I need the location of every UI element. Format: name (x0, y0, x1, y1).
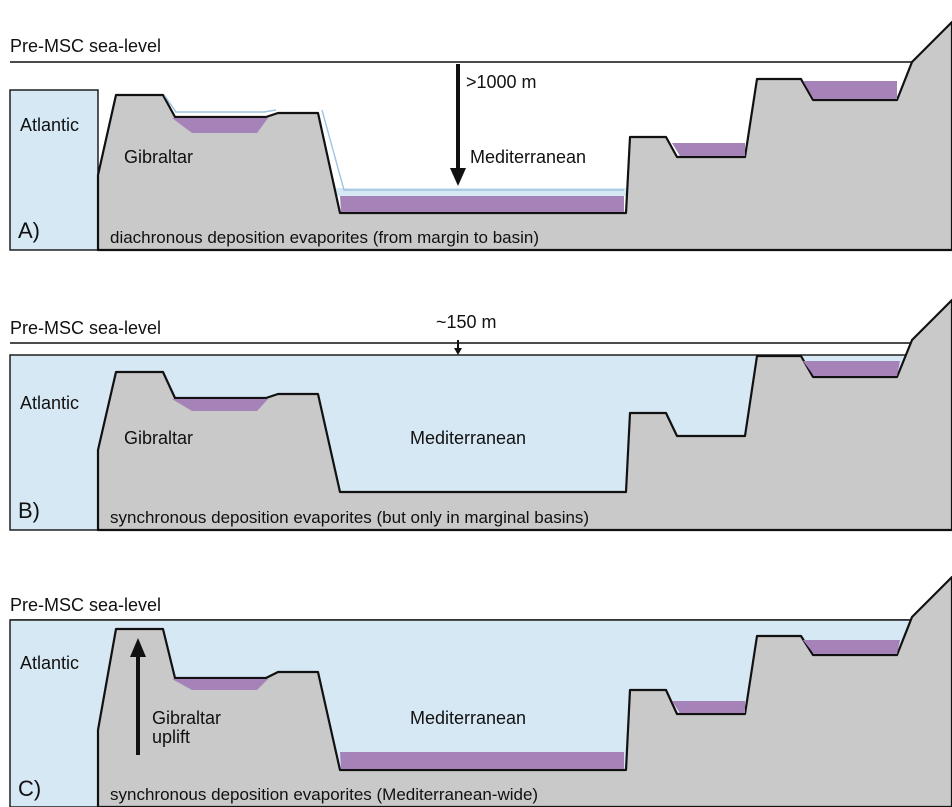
panel-a: Pre-MSC sea-level >1000 m Atlantic Gibra… (9, 20, 952, 252)
sea-level-label: Pre-MSC sea-level (10, 595, 161, 615)
mediterranean-residual-water (318, 118, 626, 196)
panel-c: Pre-MSC sea-level Atlantic Gibraltar upl… (9, 575, 952, 807)
drawdown-arrow-head (454, 348, 462, 355)
mediterranean-label: Mediterranean (410, 708, 526, 728)
sea-level-label: Pre-MSC sea-level (10, 318, 161, 338)
panel-caption: diachronous deposition evaporites (from … (110, 228, 539, 247)
panel-letter: C) (18, 776, 41, 801)
evaporite-deposit (172, 118, 268, 133)
panel-letter: A) (18, 218, 40, 243)
panel-b: Pre-MSC sea-level ~150 m Atlantic Gibral… (9, 298, 952, 532)
rock-profile (96, 298, 952, 532)
evaporite-deposit (803, 81, 897, 99)
panel-caption: synchronous deposition evaporites (Medit… (110, 785, 538, 804)
panel-letter: B) (18, 498, 40, 523)
evaporite-deposit (803, 361, 900, 376)
mediterranean-label: Mediterranean (470, 147, 586, 167)
evaporite-deposit (672, 701, 745, 713)
drawdown-label: ~150 m (436, 312, 497, 332)
atlantic-label: Atlantic (20, 393, 79, 413)
atlantic-label: Atlantic (20, 653, 79, 673)
atlantic-label: Atlantic (20, 115, 79, 135)
marginal-water-line (164, 95, 277, 113)
gibraltar-label: Gibraltar (124, 147, 193, 167)
rock-profile (96, 20, 952, 252)
rock-profile (96, 575, 952, 807)
sea-level-label: Pre-MSC sea-level (10, 36, 161, 56)
evaporite-deposit (340, 196, 624, 212)
gibraltar-label-line2: uplift (152, 727, 190, 747)
basin-water-edge (321, 109, 624, 191)
evaporite-deposit (172, 679, 268, 690)
drawdown-arrow-head (450, 168, 466, 186)
panel-caption: synchronous deposition evaporites (but o… (110, 508, 589, 527)
atlantic-water (9, 89, 99, 251)
mediterranean-label: Mediterranean (410, 428, 526, 448)
evaporite-deposit (172, 399, 268, 411)
evaporite-deposit (803, 640, 900, 654)
evaporite-deposit (340, 752, 624, 769)
drawdown-label: >1000 m (466, 72, 537, 92)
gibraltar-label: Gibraltar (124, 428, 193, 448)
gibraltar-label: Gibraltar (152, 708, 221, 728)
evaporite-deposit (672, 143, 745, 156)
uplift-arrow-head (130, 638, 146, 657)
